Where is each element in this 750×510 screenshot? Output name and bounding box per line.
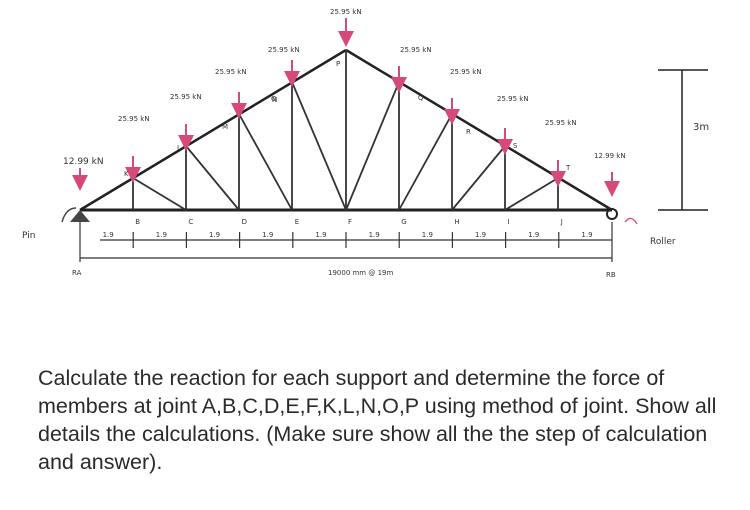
node-label-m: M bbox=[222, 123, 228, 131]
panel-dim-label: 1.9 bbox=[528, 231, 539, 239]
panel-dim-label: 1.9 bbox=[369, 231, 380, 239]
height-dimension bbox=[658, 69, 708, 211]
node-label-s: S bbox=[513, 142, 518, 150]
load-label-m: 25.95 kN bbox=[450, 68, 482, 76]
load-label-r: 25.95 kN bbox=[545, 119, 577, 127]
roller-label: Roller bbox=[650, 237, 676, 247]
node-label-p: P bbox=[336, 60, 340, 68]
end-load-right-label: 12.99 kN bbox=[594, 152, 626, 160]
panel-dim-label: 1.9 bbox=[315, 231, 326, 239]
node-label-o: O bbox=[271, 95, 277, 103]
panel-dim-label: 1.9 bbox=[475, 231, 486, 239]
web-members bbox=[132, 50, 559, 211]
pin-support bbox=[61, 207, 90, 223]
reaction-left-label: RA bbox=[72, 269, 82, 277]
node-label-g: G bbox=[401, 218, 406, 226]
reaction-right-label: RB bbox=[606, 271, 616, 279]
panel-dim-label: 1.9 bbox=[103, 231, 114, 239]
node-load-labels: 25.95 kN 25.95 kN 25.95 kN 25.95 kN 25.95 kN… bbox=[118, 46, 577, 127]
load-label-l: 25.95 kN bbox=[170, 93, 202, 101]
load-label-p: 25.95 kN bbox=[268, 46, 300, 54]
node-label-f: F bbox=[348, 218, 352, 226]
load-label-n: 25.95 kN bbox=[215, 68, 247, 76]
node-label-h: H bbox=[454, 218, 459, 226]
node-label-d: D bbox=[242, 218, 247, 226]
height-label: 3m bbox=[693, 122, 709, 133]
panel-dim-label: 1.9 bbox=[209, 231, 220, 239]
load-label-o: 25.95 kN bbox=[400, 46, 432, 54]
panel-dim-label: 1.9 bbox=[422, 231, 433, 239]
load-label-k: 25.95 kN bbox=[118, 115, 150, 123]
roller-support bbox=[606, 208, 638, 225]
node-label-i: I bbox=[508, 218, 510, 226]
top-load-label: 25.95 kN bbox=[330, 8, 362, 16]
node-label-b: B bbox=[135, 218, 140, 226]
load-label-q: 25.95 kN bbox=[497, 95, 529, 103]
end-load-left-label: 12.99 kN bbox=[63, 157, 104, 167]
span-label: 19000 mm @ 19m bbox=[328, 269, 393, 277]
bottom-node-labels: B C D E F G H I J bbox=[135, 218, 563, 226]
node-label-q: Q bbox=[418, 94, 424, 102]
node-label-t: T bbox=[565, 164, 571, 172]
top-node-labels: K L M NO P Q R S T bbox=[124, 60, 571, 178]
node-label-k: K bbox=[124, 170, 129, 178]
top-chord-right bbox=[345, 48, 613, 212]
pin-label: Pin bbox=[22, 231, 35, 241]
node-label-j: J bbox=[560, 218, 563, 226]
node-label-c: C bbox=[188, 218, 193, 226]
panel-dim-labels: 1.9 1.9 1.9 1.9 1.9 1.9 1.9 1.9 1.9 1.9 bbox=[103, 231, 593, 239]
node-label-n: N bbox=[272, 96, 277, 104]
dimension-ticks bbox=[132, 232, 560, 248]
node-label-l: L bbox=[177, 144, 181, 152]
panel-dim-label: 1.9 bbox=[156, 231, 167, 239]
top-chord-left bbox=[79, 48, 347, 212]
panel-dim-label: 1.9 bbox=[262, 231, 273, 239]
node-label-r: R bbox=[466, 128, 471, 136]
panel-dim-label: 1.9 bbox=[581, 231, 592, 239]
load-arrows bbox=[72, 18, 620, 197]
node-label-e: E bbox=[295, 218, 299, 226]
question-text: Calculate the reaction for each support … bbox=[38, 366, 717, 474]
